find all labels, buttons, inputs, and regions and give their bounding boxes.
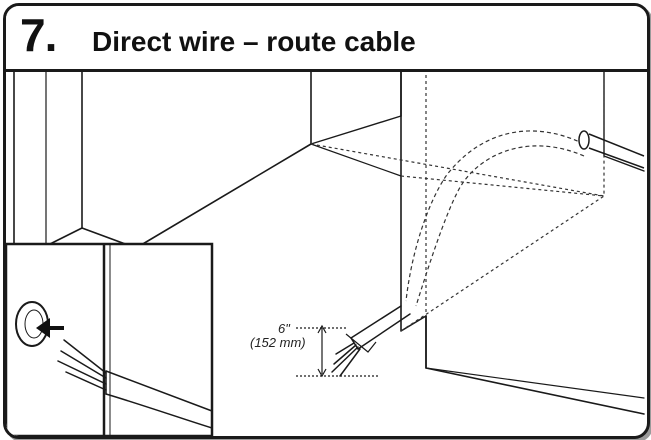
- inset-detail: [6, 242, 214, 436]
- hidden-cable-lower: [415, 145, 585, 307]
- hidden-cable-upper: [405, 130, 585, 302]
- step-number: 7.: [20, 9, 57, 61]
- measure-inches: 6": [278, 321, 291, 336]
- step-title: Direct wire – route cable: [92, 26, 416, 57]
- cable-jacket: [350, 305, 411, 350]
- install-diagram: 6" (152 mm): [6, 68, 645, 436]
- inset-cable: [105, 370, 213, 412]
- instruction-panel: 6" (152 mm) 7. Dir: [3, 3, 650, 439]
- measure-mm: (152 mm): [250, 335, 306, 350]
- wall-hole: [578, 130, 590, 150]
- step-header: 7. Direct wire – route cable: [6, 6, 647, 72]
- floor-back-left: [81, 68, 312, 249]
- left-cabinet: [13, 68, 83, 247]
